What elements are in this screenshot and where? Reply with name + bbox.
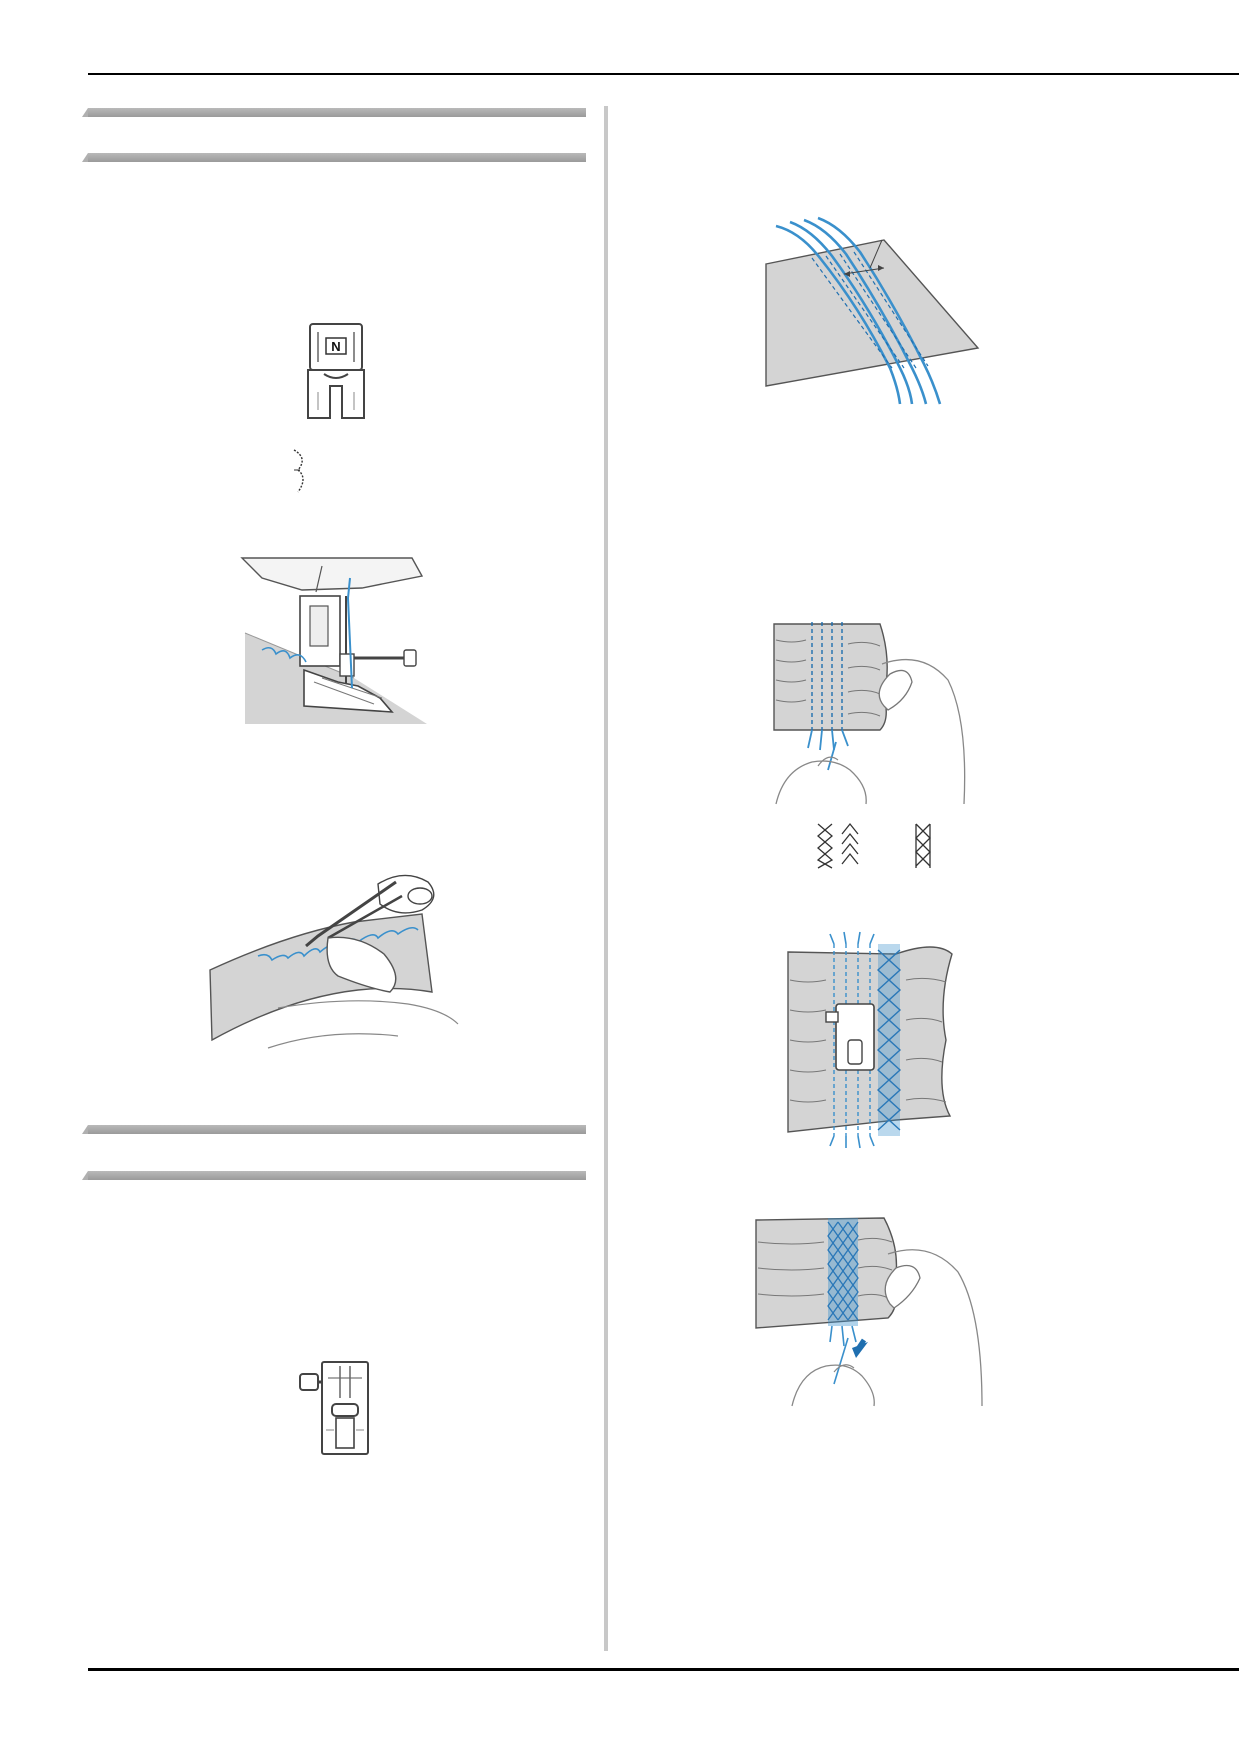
top-rule: [88, 73, 1239, 75]
illustration-gather-threads: [773, 622, 966, 805]
illustration-basting-threads: [765, 216, 980, 405]
section-heading-bar-smocking-bottom: [82, 1171, 586, 1180]
illustration-trim-seam-allowance: [209, 874, 459, 1049]
illustration-remove-basting: [755, 1217, 983, 1407]
presser-foot-n-icon: N: [307, 323, 365, 419]
shell-tuck-stitch-icon: [293, 449, 304, 493]
section-heading-bar-shell-top: [82, 108, 586, 117]
smocking-stitch-icons: [816, 822, 931, 869]
section-heading-bar-smocking-top: [82, 1125, 586, 1134]
bottom-rule: [88, 1668, 1239, 1671]
column-divider: [604, 106, 608, 1651]
presser-foot-j-icon: [299, 1361, 369, 1455]
foot-n-label: N: [331, 339, 340, 354]
illustration-sewing-smocking: [787, 931, 953, 1149]
section-heading-bar-shell-bottom: [82, 153, 586, 162]
illustration-sewing-shell-tuck: [240, 557, 427, 724]
